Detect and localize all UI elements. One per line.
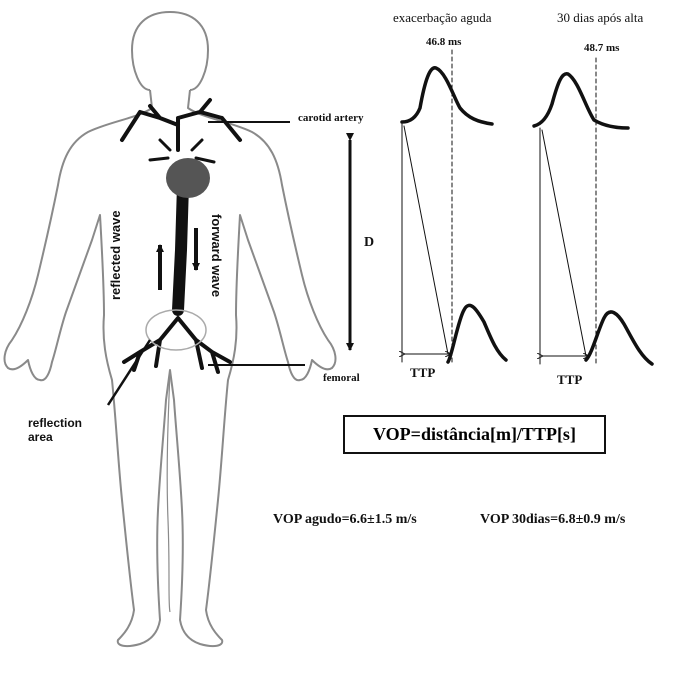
femoral-waveform-30d <box>584 310 654 366</box>
carotid-branches <box>120 98 242 152</box>
panel-1-title: exacerbação aguda <box>393 10 492 25</box>
panel-1-ttp: TTP <box>410 365 436 380</box>
panel-2-ttp: TTP <box>557 372 583 387</box>
diagonal-30d <box>541 129 587 357</box>
heart <box>166 158 210 198</box>
panel-1-delay: 46.8 ms <box>426 36 462 48</box>
panel-30d-waves <box>532 57 654 366</box>
panel-2-title: 30 dias após alta <box>557 10 644 25</box>
femoral-waveform-acute <box>446 303 508 364</box>
carotid-waveform-30d <box>532 72 630 130</box>
panel-2-delay: 48.7 ms <box>584 42 620 54</box>
reflection-area-label: reflection area <box>28 416 83 444</box>
result-30days: VOP 30dias=6.8±0.9 m/s <box>480 512 626 527</box>
carotid-artery-label: carotid artery <box>298 112 364 124</box>
panel-acute-waves <box>400 49 508 364</box>
reflected-wave-label: reflected wave <box>108 210 123 300</box>
iliac-branches <box>122 316 232 374</box>
arterial-tree <box>120 98 242 374</box>
formula-box: VOP=distância[m]/TTP[s] <box>343 415 606 454</box>
result-acute: VOP agudo=6.6±1.5 m/s <box>273 512 417 527</box>
distance-label: D <box>364 235 375 250</box>
formula-text: VOP=distância[m]/TTP[s] <box>373 424 576 444</box>
aorta <box>172 179 189 316</box>
carotid-waveform-acute <box>400 66 494 126</box>
leg-inner-line <box>166 371 171 613</box>
pelvis-outline <box>145 309 207 351</box>
forward-wave-label: forward wave <box>209 214 224 297</box>
torso-outline <box>3 89 337 648</box>
head-outline <box>131 11 209 91</box>
femoral-label: femoral <box>323 372 360 384</box>
subclavian-branches <box>148 138 216 164</box>
body-silhouette <box>3 11 337 648</box>
diagonal-acute <box>403 125 449 355</box>
reflection-area-leader <box>106 339 152 406</box>
